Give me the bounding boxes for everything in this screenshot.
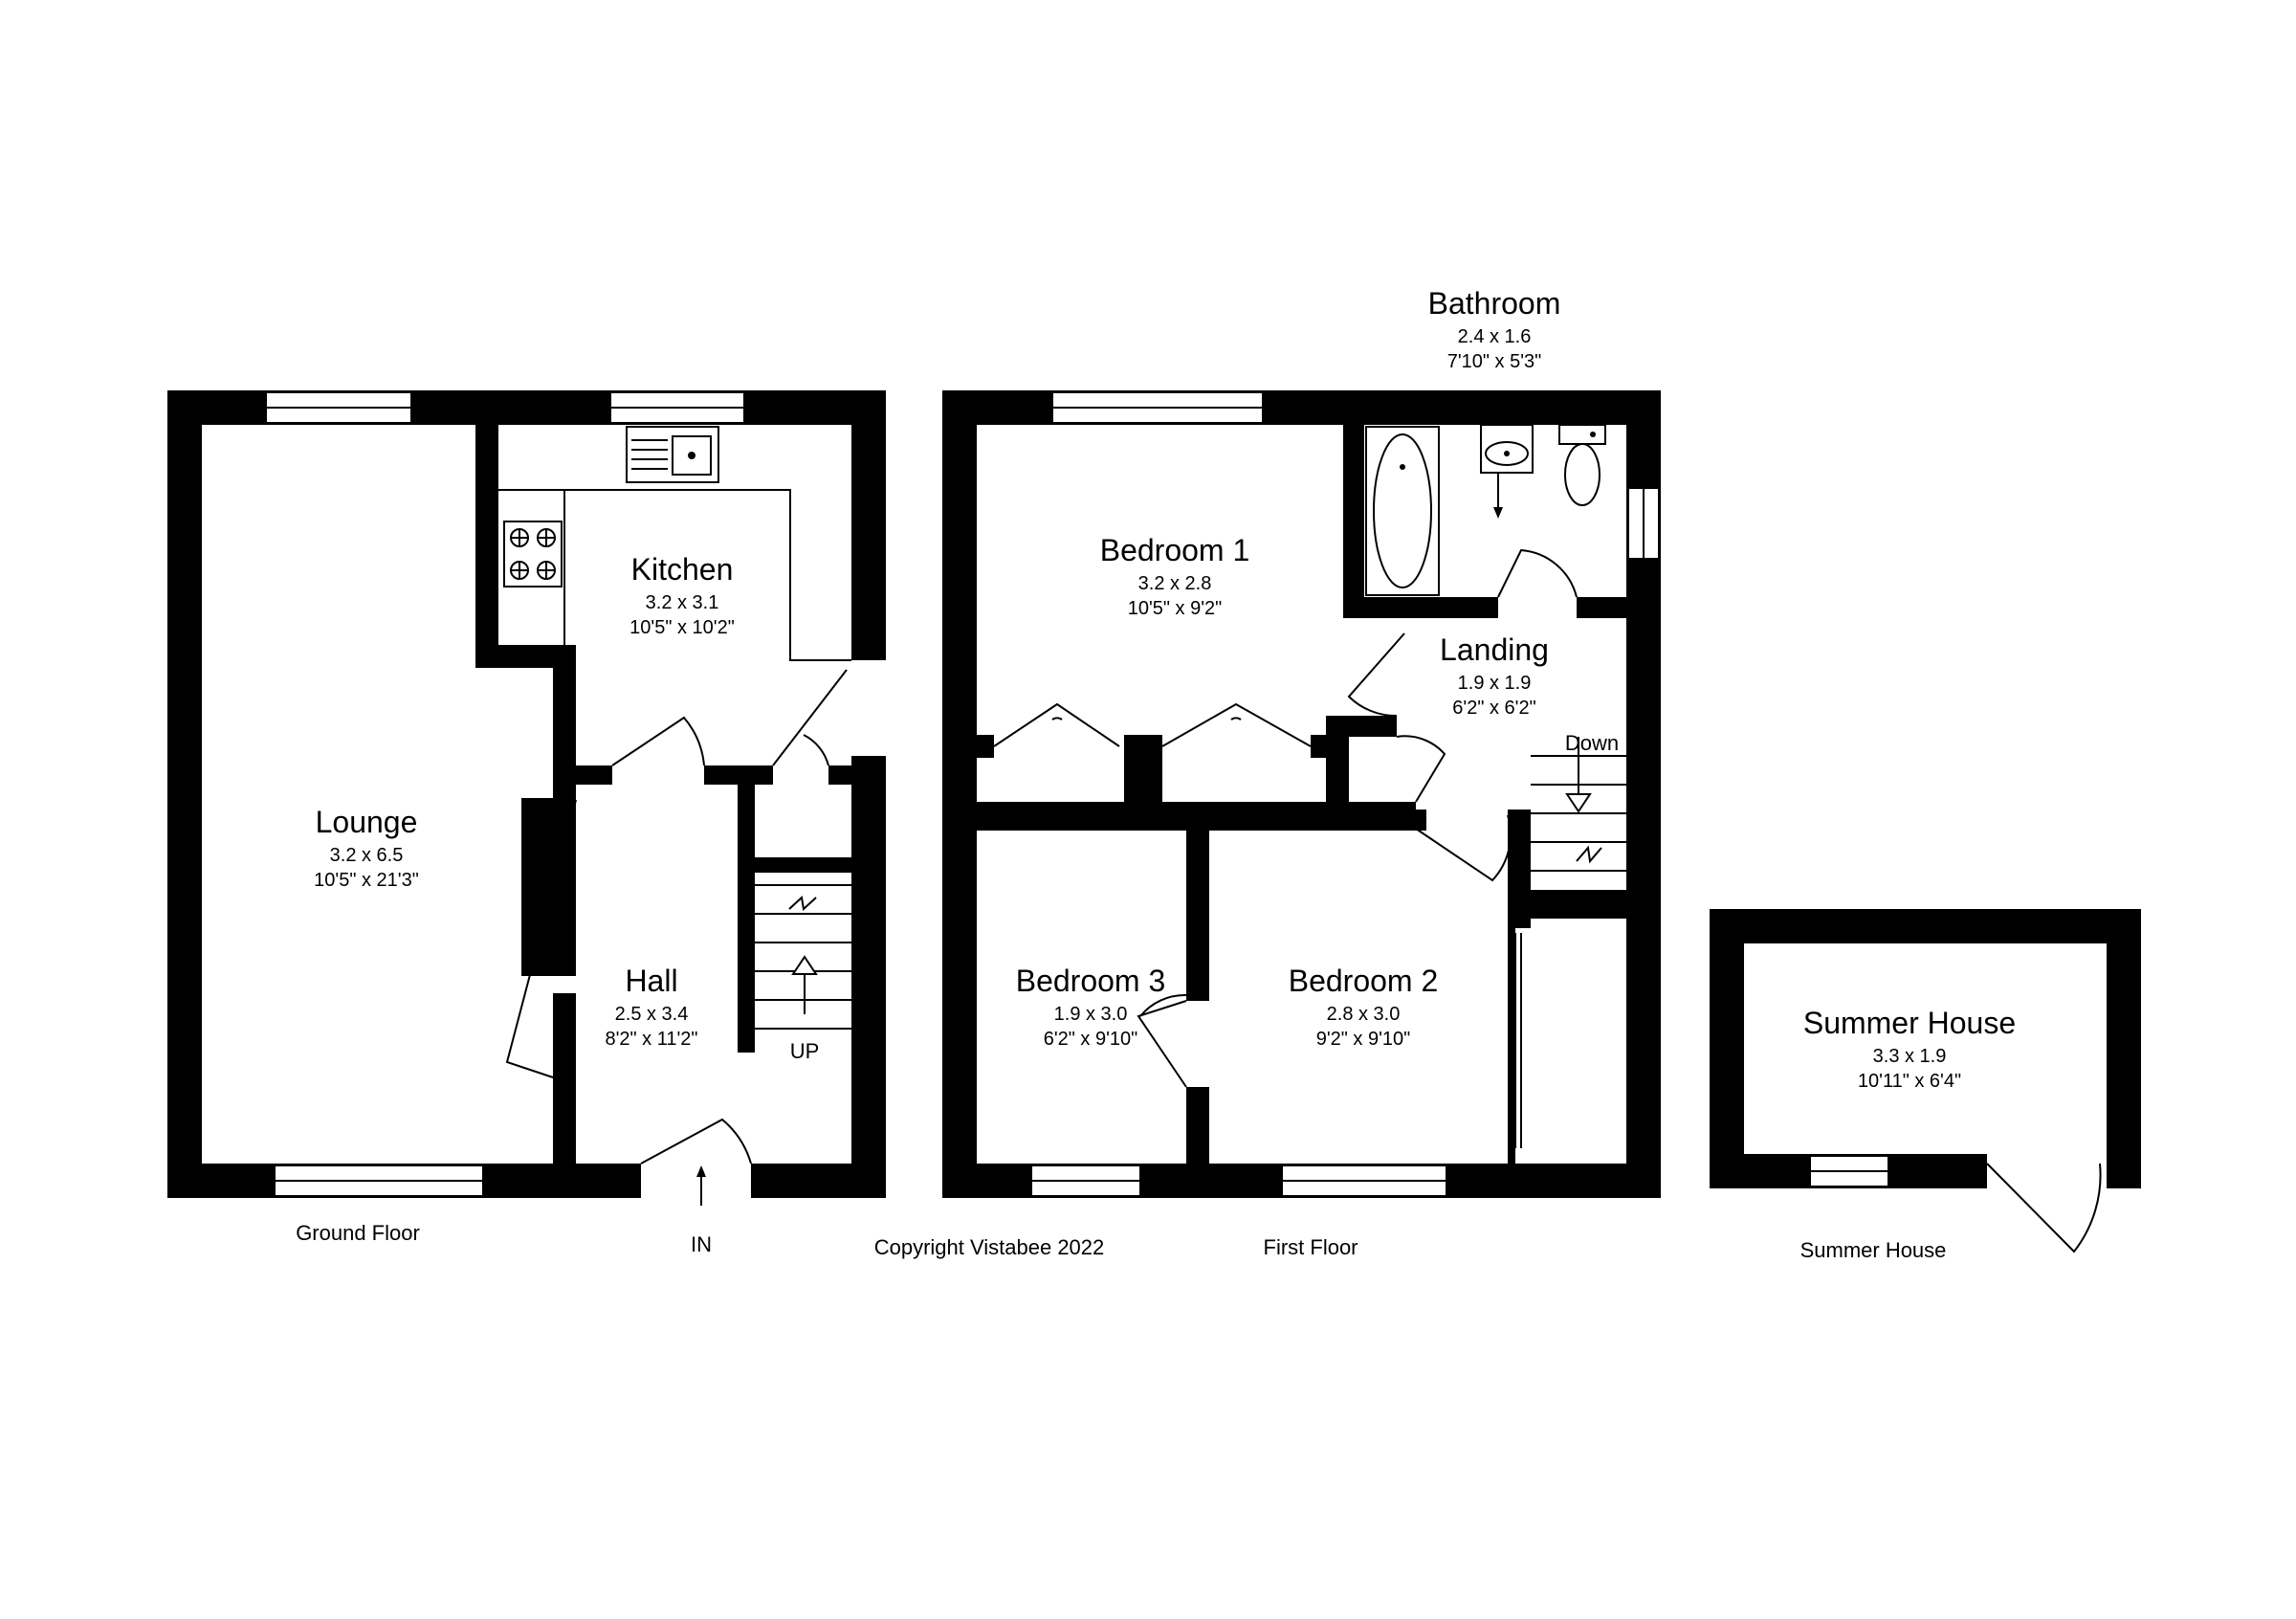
room-name: Bedroom 3 [1016,964,1166,998]
bathroom-bottom-wall-left [1343,597,1498,618]
hall-left-wall-upper [553,645,576,800]
wardrobe-left-wall [1508,911,1515,1164]
ground-floor-caption: Ground Floor [296,1221,420,1245]
room-label-hall: Hall 2.5 x 3.4 8'2" x 11'2" [605,964,697,1050]
entry-label: IN [691,1232,712,1256]
first-top-wall [942,390,1661,425]
toilet-icon [1558,424,1606,445]
bathroom-left-wall [1343,425,1364,616]
room-dimension-metric: 1.9 x 3.0 [1054,1004,1128,1025]
room-dimension-imperial: 10'11" x 6'4" [1858,1071,1961,1092]
room-label-bedroom3: Bedroom 3 1.9 x 3.0 6'2" x 9'10" [1016,964,1166,1050]
summer-house-plan [1710,909,2141,1253]
room-dimension-imperial: 10'5" x 9'2" [1128,598,1223,619]
room-name: Bathroom [1428,286,1561,321]
kitchen-hall-wall-left [576,765,612,785]
summer-right-wall [2107,909,2141,1188]
room-dimension-imperial: 9'2" x 9'10" [1316,1029,1411,1050]
bedroom-divider-lower [1186,1087,1209,1164]
room-dimension-imperial: 10'5" x 21'3" [314,870,419,891]
kitchen-step-wall [475,645,556,668]
kitchen-units [498,426,851,661]
first-floor-plan [942,390,1661,1198]
room-dimension-metric: 2.5 x 3.4 [615,1004,689,1025]
lounge-kitchen-wall [475,425,498,664]
room-name: Bedroom 2 [1289,964,1439,998]
room-dimension-metric: 1.9 x 1.9 [1458,673,1532,694]
room-name: Summer House [1803,1006,2016,1040]
first-floor-caption: First Floor [1264,1235,1358,1259]
ground-bottom-wall-right [751,1164,886,1198]
room-label-summer-house: Summer House 3.3 x 1.9 10'11" x 6'4" [1803,1006,2016,1092]
first-stairs [1531,737,1626,872]
room-dimension-imperial: 6'2" x 9'10" [1044,1029,1138,1050]
room-dimension-imperial: 8'2" x 11'2" [605,1029,697,1050]
room-name: Landing [1440,632,1549,667]
room-dimension-metric: 3.2 x 3.1 [646,592,719,613]
chimney-breast [521,798,576,976]
kitchen-hall-wall-mid [704,765,773,785]
room-dimension-metric: 2.4 x 1.6 [1458,326,1532,347]
room-label-bedroom2: Bedroom 2 2.8 x 3.0 9'2" x 9'10" [1289,964,1439,1050]
cupboard-bottom-wall [755,857,851,873]
stairs-up-label: UP [790,1039,820,1063]
room-dimension-metric: 3.2 x 6.5 [330,845,404,866]
bathroom-fittings [1365,424,1606,596]
stairs-down-label: Down [1565,731,1619,755]
bedroom1-wardrobes [993,702,1312,747]
room-label-lounge: Lounge 3.2 x 6.5 10'5" x 21'3" [314,805,419,891]
room-name: Bedroom 1 [1100,533,1250,567]
ground-right-wall-lower [851,756,886,1198]
room-dimension-imperial: 7'10" x 5'3" [1447,351,1542,372]
room-dimension-imperial: 6'2" x 6'2" [1452,698,1535,719]
ground-floor-plan [167,390,886,1206]
room-dimension-metric: 3.2 x 2.8 [1138,573,1212,594]
summer-house-caption: Summer House [1800,1238,1947,1262]
room-label-landing: Landing 1.9 x 1.9 6'2" x 6'2" [1440,632,1549,719]
kitchen-hall-wall-right [828,765,853,785]
first-doors [1137,548,1578,1148]
ground-left-wall [167,390,202,1198]
ground-doors [505,669,848,1164]
stairs-left-wall [738,785,755,1053]
stairs-bottom-wall [1508,890,1626,911]
summer-left-wall [1710,909,1744,1188]
copyright-notice: Copyright Vistabee 2022 [874,1235,1105,1259]
room-label-bedroom1: Bedroom 1 3.2 x 2.8 10'5" x 9'2" [1100,533,1250,619]
bathroom-bottom-wall-right [1577,597,1626,618]
ground-stairs [755,884,851,1030]
room-label-kitchen: Kitchen 3.2 x 3.1 10'5" x 10'2" [629,552,735,638]
room-name: Hall [625,964,677,998]
summer-top-wall [1710,909,2141,943]
ground-right-wall-upper [851,390,886,660]
room-label-bathroom: Bathroom 2.4 x 1.6 7'10" x 5'3" [1428,286,1561,372]
room-dimension-imperial: 10'5" x 10'2" [629,617,735,638]
room-dimension-metric: 2.8 x 3.0 [1327,1004,1401,1025]
first-left-wall [942,390,977,1198]
bedroom-divider-upper [1186,829,1209,1001]
hob-icon [503,521,563,588]
room-dimension-metric: 3.3 x 1.9 [1873,1046,1947,1067]
room-name: Kitchen [631,552,734,587]
room-name: Lounge [316,805,418,839]
summer-door [1986,1163,2102,1253]
